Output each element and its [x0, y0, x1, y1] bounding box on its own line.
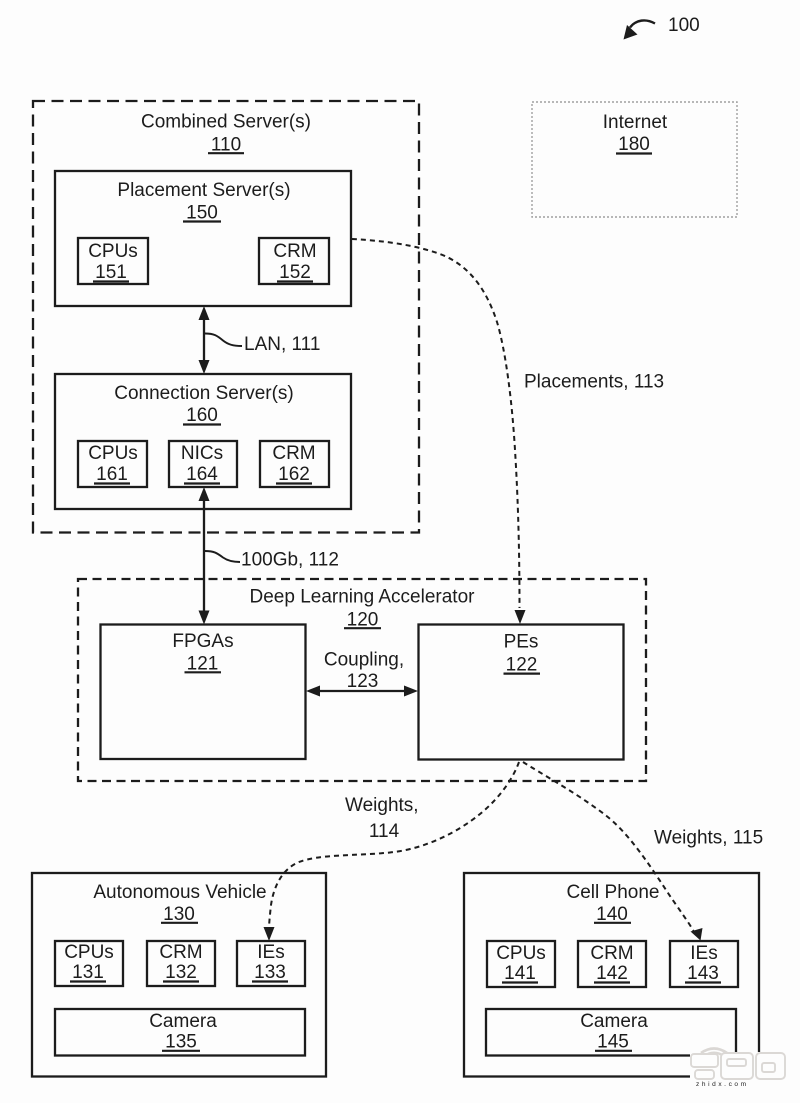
svg-text:Deep Learning Accelerator: Deep Learning Accelerator	[250, 587, 476, 608]
svg-text:100: 100	[668, 15, 700, 36]
svg-text:120: 120	[347, 610, 379, 631]
svg-text:161: 161	[96, 464, 128, 485]
svg-text:145: 145	[597, 1032, 629, 1053]
svg-text:122: 122	[506, 655, 538, 676]
svg-text:NICs: NICs	[181, 443, 223, 464]
svg-text:Autonomous Vehicle: Autonomous Vehicle	[93, 882, 266, 903]
svg-text:Placement Server(s): Placement Server(s)	[117, 180, 290, 201]
svg-text:150: 150	[186, 203, 218, 224]
svg-text:151: 151	[95, 262, 127, 283]
svg-text:135: 135	[165, 1032, 197, 1053]
svg-text:130: 130	[163, 904, 195, 925]
svg-text:Internet: Internet	[603, 112, 668, 133]
svg-text:Weights, 115: Weights, 115	[654, 828, 763, 849]
svg-text:143: 143	[687, 963, 719, 984]
svg-text:zhidx.com: zhidx.com	[696, 1081, 749, 1088]
svg-text:141: 141	[504, 963, 536, 984]
svg-text:123: 123	[347, 671, 379, 692]
svg-text:Camera: Camera	[149, 1011, 217, 1032]
svg-text:Combined Server(s): Combined Server(s)	[141, 112, 311, 133]
svg-text:CRM: CRM	[273, 241, 316, 262]
svg-text:152: 152	[279, 262, 311, 283]
svg-text:CPUs: CPUs	[88, 241, 138, 262]
svg-text:CRM: CRM	[159, 942, 202, 963]
svg-text:Camera: Camera	[580, 1011, 648, 1032]
svg-text:LAN, 111: LAN, 111	[244, 334, 320, 355]
svg-text:IEs: IEs	[690, 943, 717, 964]
svg-text:121: 121	[187, 654, 219, 675]
svg-text:CRM: CRM	[590, 943, 633, 964]
svg-text:Weights,: Weights,	[345, 795, 419, 816]
svg-text:CRM: CRM	[272, 443, 315, 464]
svg-text:CPUs: CPUs	[88, 443, 138, 464]
svg-text:160: 160	[186, 405, 218, 426]
svg-text:Connection Server(s): Connection Server(s)	[114, 383, 294, 404]
svg-text:CPUs: CPUs	[64, 942, 114, 963]
svg-text:100Gb, 112: 100Gb, 112	[241, 550, 339, 571]
svg-text:Coupling,: Coupling,	[324, 650, 404, 671]
svg-text:FPGAs: FPGAs	[172, 631, 233, 652]
svg-text:132: 132	[165, 962, 197, 983]
svg-text:IEs: IEs	[257, 942, 284, 963]
svg-text:PEs: PEs	[504, 632, 539, 653]
svg-text:162: 162	[278, 464, 310, 485]
svg-text:133: 133	[254, 962, 286, 983]
svg-text:Placements, 113: Placements, 113	[524, 372, 664, 393]
svg-text:180: 180	[618, 134, 650, 155]
svg-text:164: 164	[186, 464, 218, 485]
svg-text:142: 142	[596, 963, 628, 984]
svg-text:CPUs: CPUs	[496, 943, 546, 964]
svg-text:131: 131	[72, 962, 104, 983]
svg-text:110: 110	[211, 135, 241, 156]
svg-text:140: 140	[596, 904, 628, 925]
svg-text:114: 114	[369, 821, 400, 842]
svg-text:Cell Phone: Cell Phone	[567, 882, 660, 903]
